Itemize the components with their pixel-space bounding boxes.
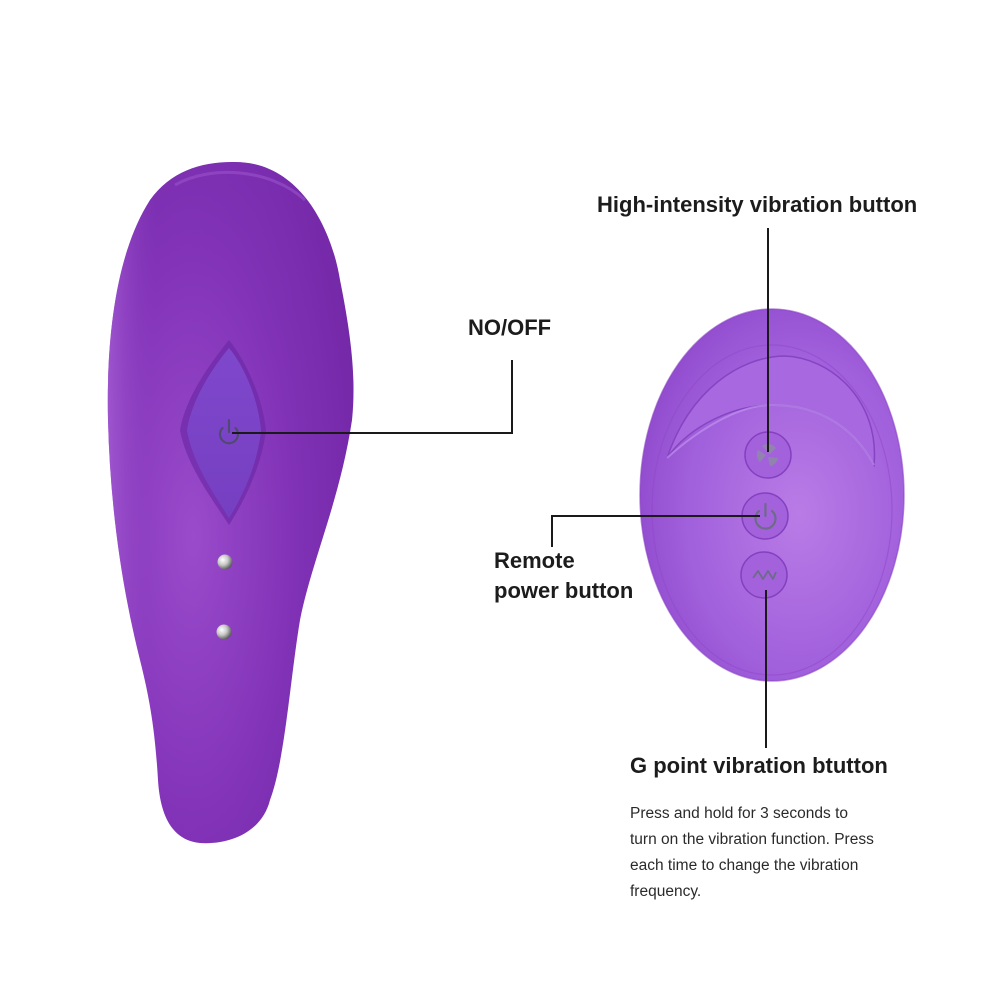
remote-power-button[interactable] xyxy=(741,492,789,540)
g-point-description: Press and hold for 3 seconds to turn on … xyxy=(630,801,930,905)
g-point-vibration-button[interactable] xyxy=(740,551,788,599)
charging-contact-top xyxy=(217,554,233,570)
remote-power-callout-line xyxy=(551,515,760,547)
no-off-button[interactable] xyxy=(187,348,261,518)
description-line-1: Press and hold for 3 seconds to xyxy=(630,805,848,822)
description-line-3: each time to change the vibration xyxy=(630,857,859,874)
charging-contact-bottom xyxy=(216,624,232,640)
g-point-label: G point vibration btutton xyxy=(630,753,888,778)
high-intensity-label: High-intensity vibration button xyxy=(597,192,918,217)
main-device xyxy=(107,161,354,844)
no-off-callout-line xyxy=(232,360,513,434)
remote-power-label: Remote power button xyxy=(494,546,633,606)
no-off-label: NO/OFF xyxy=(468,315,552,340)
remote-power-label-line1: Remote xyxy=(494,548,575,573)
callout-lines xyxy=(232,228,769,748)
description-line-4: frequency. xyxy=(630,883,702,900)
wave-icon xyxy=(752,570,777,580)
remote-top-panel xyxy=(666,355,876,468)
description-line-2: turn on the vibration function. Press xyxy=(630,831,874,848)
high-intensity-vibration-button[interactable] xyxy=(744,431,792,479)
remote-control xyxy=(639,308,905,682)
remote-power-label-line2: power button xyxy=(494,578,634,603)
